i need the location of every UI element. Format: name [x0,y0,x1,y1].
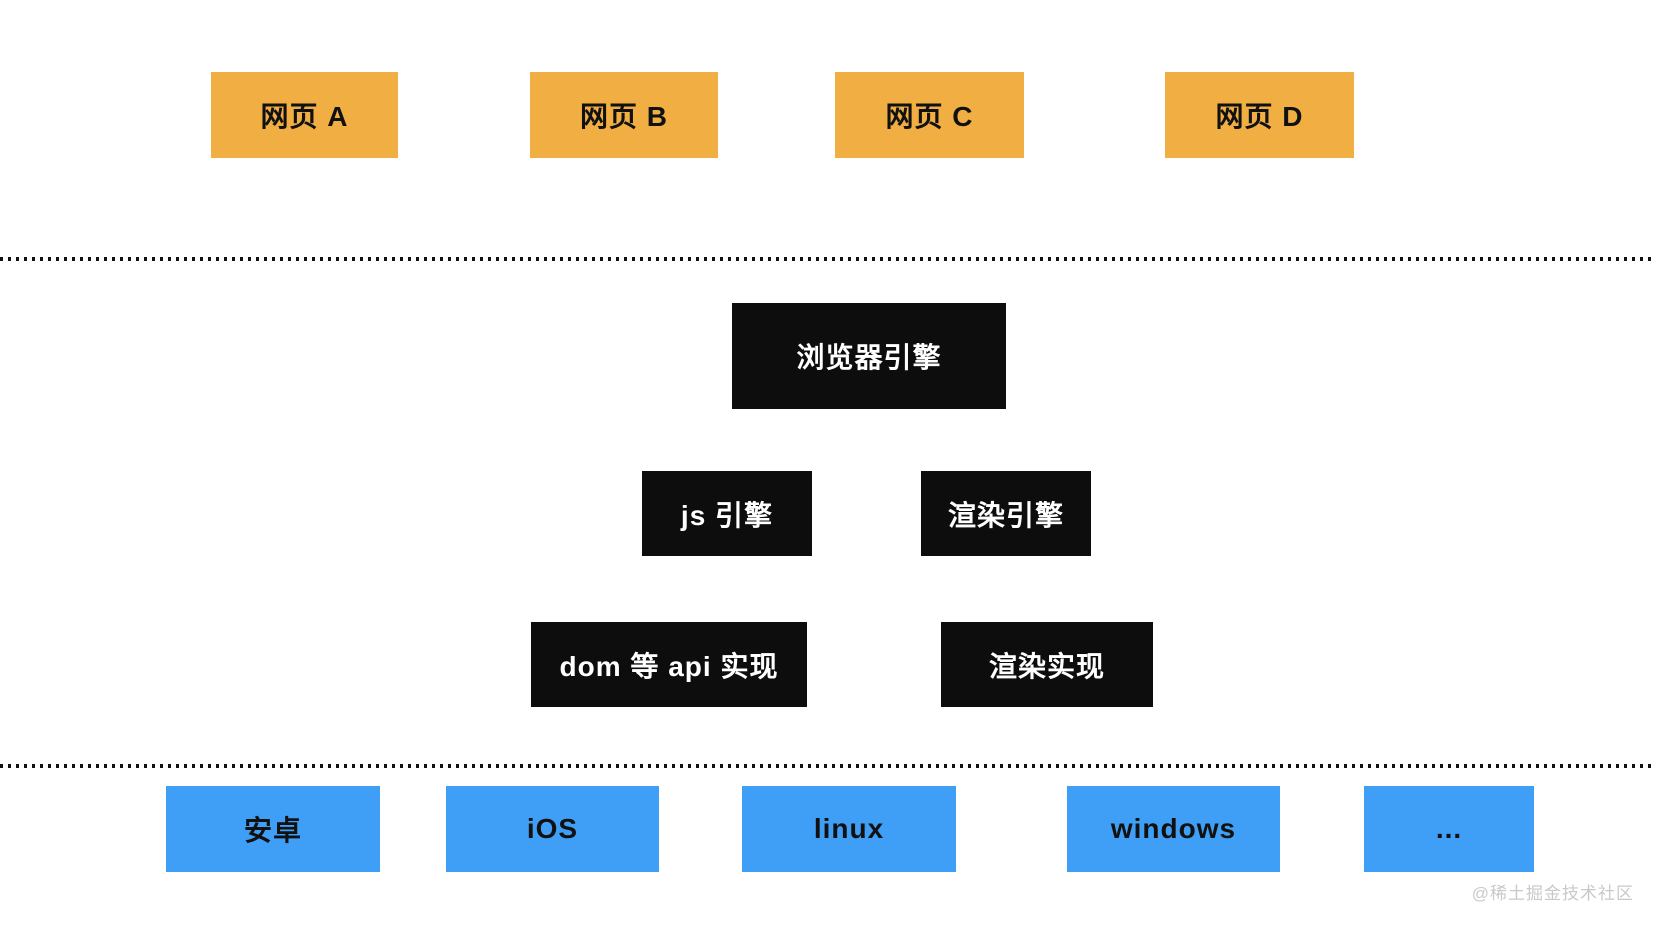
node-platform-android: 安卓 [166,786,380,872]
node-render-implementation: 渲染实现 [941,622,1153,707]
node-webpage-d: 网页 D [1165,72,1354,158]
node-render-engine: 渲染引擎 [921,471,1091,556]
node-platform-windows: windows [1067,786,1280,872]
node-webpage-a: 网页 A [211,72,398,158]
watermark: @稀土掘金技术社区 [1471,884,1634,903]
node-browser-engine: 浏览器引擎 [732,303,1006,409]
layer-divider-top [0,257,1656,261]
node-dom-api-implementation: dom 等 api 实现 [531,622,807,707]
node-platform-linux: linux [742,786,956,872]
layer-divider-bottom [0,764,1656,768]
node-webpage-c: 网页 C [835,72,1024,158]
node-platform-ios: iOS [446,786,659,872]
node-platform-ellipsis: ... [1364,786,1534,872]
node-js-engine: js 引擎 [642,471,812,556]
node-webpage-b: 网页 B [530,72,718,158]
